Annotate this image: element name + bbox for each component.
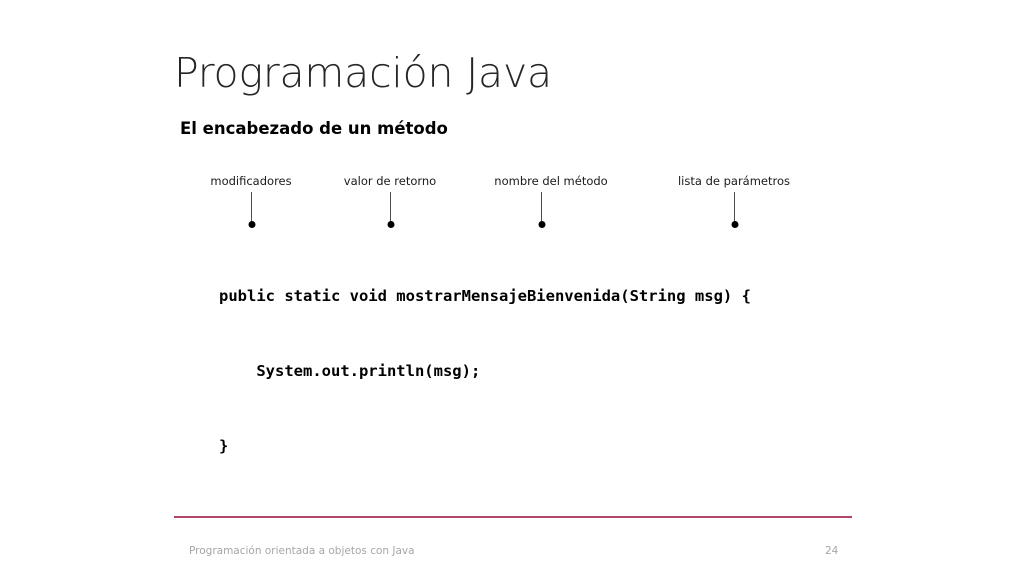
- code-line-signature: public static void mostrarMensajeBienven…: [219, 287, 751, 305]
- leader-line-valor-de-retorno: [387, 192, 394, 228]
- code-block: public static void mostrarMensajeBienven…: [219, 234, 751, 509]
- footer-divider: [174, 516, 852, 518]
- leader-dot-icon: [538, 221, 545, 228]
- callout-label-lista-de-parametros: lista de parámetros: [677, 174, 791, 188]
- leader-line-modificadores: [248, 192, 255, 228]
- leader-line-lista-de-parametros: [731, 192, 738, 228]
- footer-text: Programación orientada a objetos con Jav…: [189, 545, 415, 557]
- code-line-body: System.out.println(msg);: [219, 362, 481, 380]
- leader-dot-icon: [387, 221, 394, 228]
- page-title: Programación Java: [174, 49, 552, 97]
- code-line-closing: }: [219, 437, 229, 455]
- leader-line-nombre-del-metodo: [538, 192, 545, 228]
- callout-label-nombre-del-metodo: nombre del método: [494, 174, 608, 188]
- callout-label-modificadores: modificadores: [210, 174, 292, 188]
- leader-dot-icon: [248, 221, 255, 228]
- page-number: 24: [825, 545, 839, 557]
- callout-label-valor-de-retorno: valor de retorno: [343, 174, 437, 188]
- slide-subtitle: El encabezado de un método: [180, 119, 448, 138]
- leader-dot-icon: [731, 221, 738, 228]
